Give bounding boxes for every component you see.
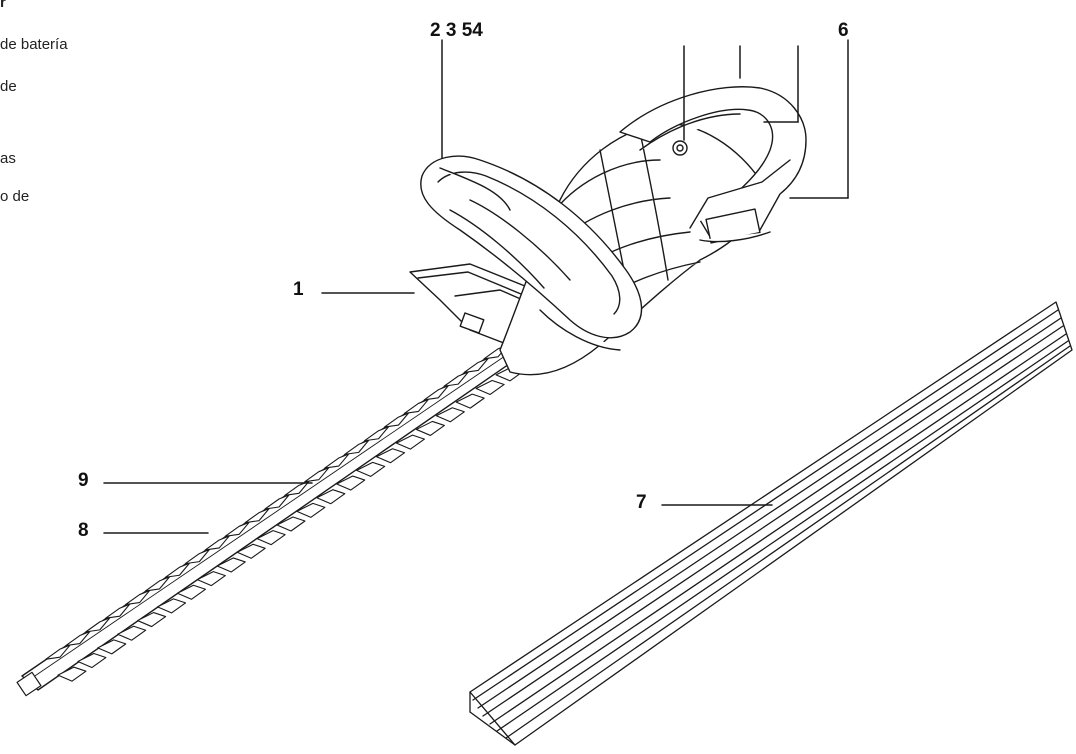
legend-line: de batería — [0, 36, 68, 53]
blade-teeth-lower — [57, 366, 525, 682]
blade-tooth — [156, 598, 187, 614]
blade-tooth — [137, 612, 167, 628]
blade-tooth — [376, 448, 406, 464]
blade-tooth — [336, 475, 366, 491]
cutting-blade — [16, 349, 513, 697]
blade-tooth — [77, 652, 107, 669]
blade-tooth — [57, 666, 87, 682]
legend-line: as — [0, 150, 16, 167]
blade-tooth — [415, 420, 445, 436]
blade-tooth — [97, 639, 127, 655]
callout-label: 6 — [838, 20, 849, 41]
leader-lines — [103, 39, 849, 534]
blade-tooth — [435, 407, 465, 423]
legend-line: de — [0, 78, 17, 95]
blade-tooth — [475, 379, 505, 396]
blade-tooth — [117, 625, 147, 641]
front-loop-handle — [420, 155, 643, 339]
callout-label: 7 — [636, 492, 647, 513]
blade-tooth — [356, 461, 386, 477]
blade-teeth-upper — [45, 344, 509, 660]
callout-label: 8 — [78, 520, 89, 541]
blade-tooth — [316, 489, 346, 505]
blade-tooth — [276, 516, 306, 532]
callout-label: 1 — [293, 279, 304, 300]
blade-tooth — [296, 502, 326, 518]
blade-tooth — [395, 434, 426, 450]
blade-tooth — [176, 584, 206, 600]
blade-tooth — [196, 571, 226, 587]
blade-tooth — [236, 543, 266, 559]
blade-tooth — [216, 557, 246, 573]
cropped-legend-text: r de batería de as o de — [0, 0, 140, 220]
rear-handle — [619, 86, 807, 244]
callout-label: 2 3 54 — [430, 20, 483, 41]
callout-label: 9 — [78, 470, 89, 491]
legend-line: r — [0, 0, 6, 11]
blade-tooth — [256, 530, 286, 546]
blade-guard-sheath — [469, 301, 1073, 746]
legend-line: o de — [0, 188, 30, 205]
blade-tooth — [455, 393, 485, 409]
